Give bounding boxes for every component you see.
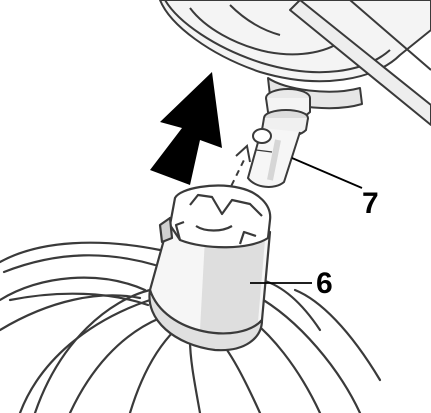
whisk-coupling bbox=[149, 186, 270, 351]
leader-line-7 bbox=[292, 158, 362, 188]
drive-shaft bbox=[248, 89, 310, 187]
insert-direction-arrow bbox=[150, 72, 222, 185]
callout-6-label: 6 bbox=[316, 267, 333, 300]
callout-7-label: 7 bbox=[362, 187, 379, 220]
